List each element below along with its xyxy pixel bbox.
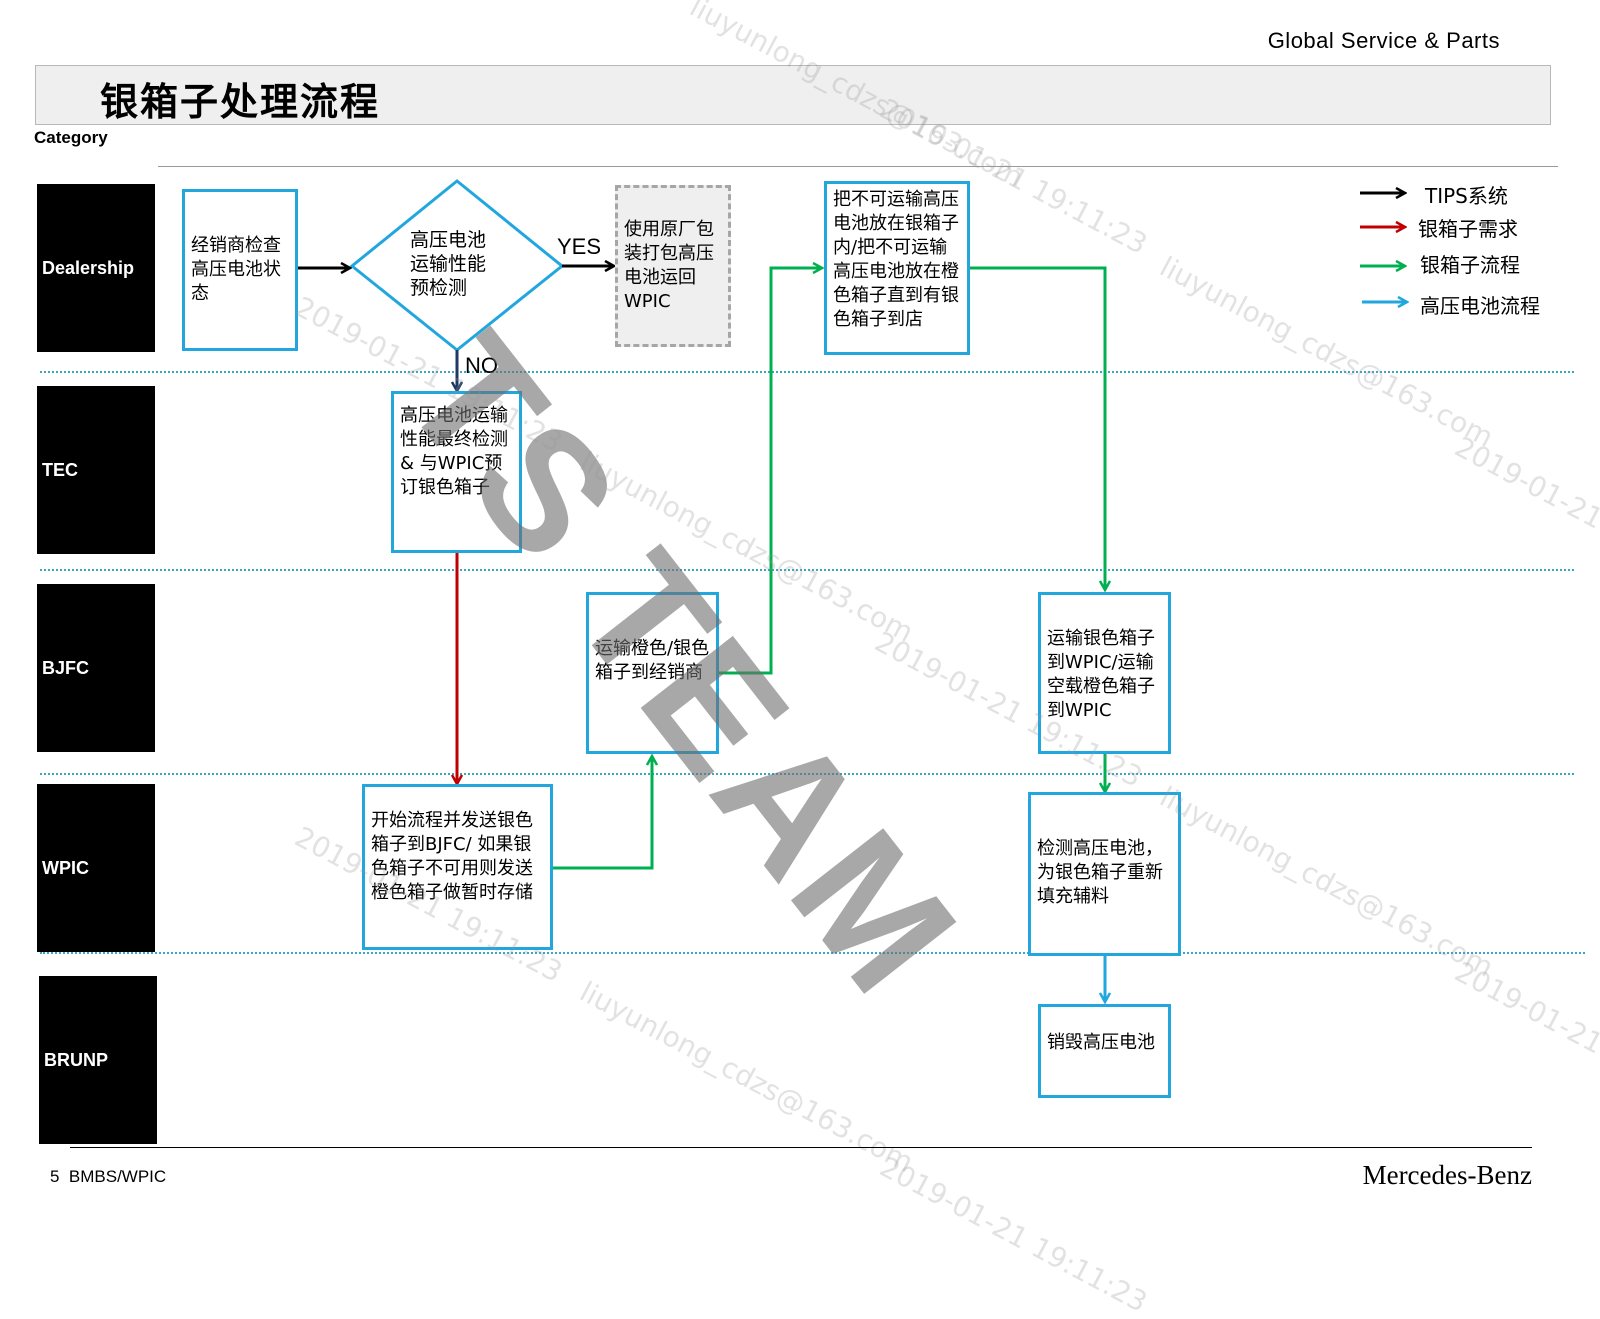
brand-text: Global Service & Parts	[1267, 28, 1500, 53]
legend-label-battery: 高压电池流程	[1420, 294, 1540, 318]
node-oem-pack: 使用原厂包装打包高压电池运回WPIC	[615, 185, 731, 347]
footer-brand-logo: Mercedes-Benz	[1362, 1160, 1532, 1190]
footer-divider	[70, 1147, 1532, 1148]
lane-separator	[40, 569, 1574, 571]
decision-no-label: NO	[465, 353, 498, 378]
lane-separator	[40, 371, 1574, 373]
lane-label-dealership: Dealership	[37, 184, 155, 352]
arrow-bjfc-to-dealer	[719, 268, 822, 675]
node-bjfc-transport: 运输橙色/银色箱子到经销商	[586, 592, 719, 754]
lane-label-tec: TEC	[37, 386, 155, 554]
node-brunp-destroy: 销毁高压电池	[1038, 1004, 1171, 1098]
title-bar	[35, 65, 1551, 125]
flow-connectors	[298, 179, 1600, 1200]
page-title: 银箱子处理流程	[100, 80, 381, 124]
lane-separator	[40, 773, 1574, 775]
decision-label: 高压电池运输性能预检测	[410, 229, 487, 299]
header-divider	[158, 166, 1558, 167]
node-tec-final: 高压电池运输性能最终检测& 与WPIC预订银色箱子	[391, 391, 522, 553]
lane-label-bjfc: BJFC	[37, 584, 155, 752]
node-dealer-check: 经销商检查高压电池状态	[182, 189, 298, 351]
category-label: Category	[34, 128, 108, 147]
footer-page-info: 5 BMBS/WPIC	[50, 1167, 167, 1186]
legend-label-flow: 银箱子流程	[1420, 253, 1520, 277]
arrow-wpic-to-bjfc	[553, 756, 652, 870]
node-wpic-start: 开始流程并发送银色箱子到BJFC/ 如果银色箱子不可用则发送橙色箱子做暂时存储	[362, 784, 553, 950]
lane-label-wpic: WPIC	[37, 784, 155, 952]
lane-separator	[40, 952, 1585, 954]
legend-label-demand: 银箱子需求	[1418, 217, 1518, 241]
legend-label-tips: TIPS系统	[1425, 184, 1508, 208]
node-wpic-inspect: 检测高压电池，为银色箱子重新填充辅料	[1028, 792, 1181, 956]
node-store-battery: 把不可运输高压电池放在银箱子内/把不可运输高压电池放在橙色箱子直到有银色箱子到店	[824, 181, 970, 355]
node-bjfc-return: 运输银色箱子到WPIC/运输空载橙色箱子到WPIC	[1038, 592, 1171, 754]
lane-label-brunp: BRUNP	[39, 976, 157, 1144]
decision-yes-label: YES	[557, 234, 602, 259]
arrow-store-to-return	[970, 266, 1105, 590]
